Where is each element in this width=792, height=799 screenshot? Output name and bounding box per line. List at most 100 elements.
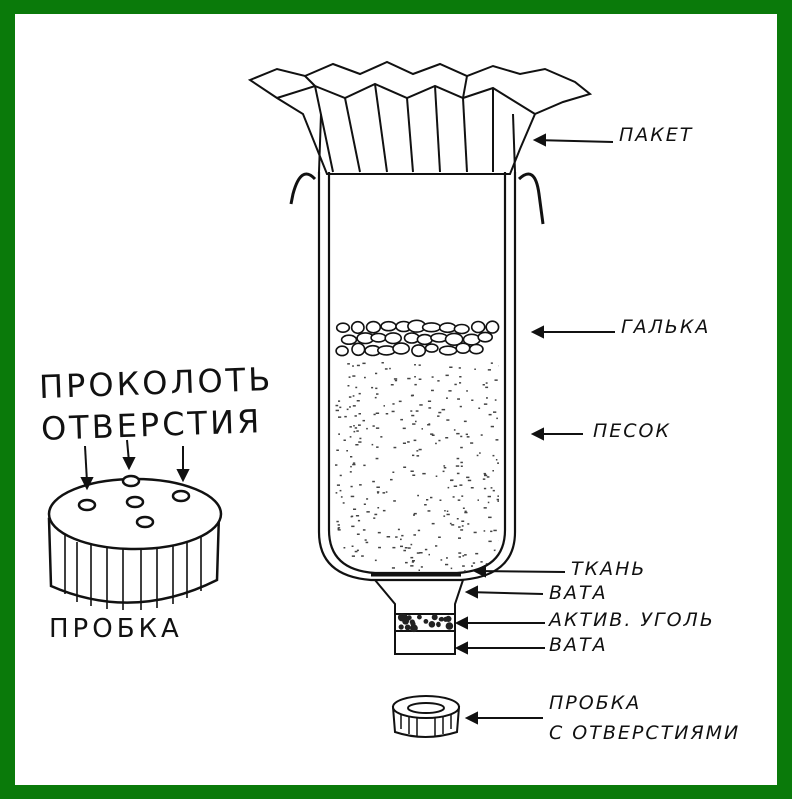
sand-grain bbox=[364, 377, 366, 379]
sand-grain bbox=[490, 531, 492, 533]
sand-grain bbox=[359, 393, 361, 395]
sand-grain bbox=[416, 450, 418, 452]
sand-grain bbox=[355, 387, 357, 389]
sand-grain bbox=[428, 407, 431, 409]
sand-grain bbox=[464, 554, 467, 556]
sand-grain bbox=[351, 496, 355, 498]
sand-grain bbox=[446, 419, 449, 421]
sand-grain bbox=[428, 401, 431, 403]
sand-grain bbox=[459, 556, 461, 558]
sand-grain bbox=[414, 376, 416, 378]
diagram-frame: ПАКЕТ ГАЛЬКА ПЕСОК ТКАНЬ ВАТА АКТИВ. УГО… bbox=[15, 14, 777, 785]
sand-grain bbox=[350, 466, 352, 468]
sand-grain bbox=[460, 529, 463, 531]
sand-grain bbox=[459, 484, 462, 486]
sand-grain bbox=[352, 555, 355, 557]
coal-granule bbox=[399, 624, 404, 629]
sand-grain bbox=[493, 490, 495, 492]
sand-grain bbox=[440, 500, 442, 502]
sand-grain bbox=[392, 547, 395, 549]
pebble bbox=[336, 346, 348, 355]
label-cap-holes-line2: С ОТВЕРСТИЯМИ bbox=[549, 722, 740, 744]
sand-grain bbox=[419, 552, 422, 554]
sand-grain bbox=[475, 553, 478, 555]
sand-grain bbox=[353, 509, 356, 511]
sand-grain bbox=[474, 532, 477, 534]
sand-grain bbox=[357, 400, 360, 402]
sand-grain bbox=[459, 382, 461, 384]
sand-grain bbox=[372, 481, 375, 483]
label-bag: ПАКЕТ bbox=[619, 124, 693, 146]
sand-grain bbox=[349, 396, 352, 398]
sand-grain bbox=[422, 428, 424, 430]
sand-grain bbox=[389, 368, 391, 370]
sand-grain bbox=[497, 500, 499, 502]
sand-grain bbox=[473, 562, 475, 564]
pebble bbox=[352, 322, 364, 334]
sand-grain bbox=[414, 440, 417, 442]
sand-grain bbox=[435, 443, 437, 445]
sand-grain bbox=[441, 559, 443, 561]
sand-grain bbox=[477, 455, 479, 457]
sand-grain bbox=[356, 430, 359, 432]
sand-grain bbox=[341, 496, 343, 498]
pebble bbox=[431, 333, 447, 342]
sand-grain bbox=[382, 362, 384, 364]
sand-grain bbox=[410, 410, 412, 412]
sand-grain bbox=[474, 369, 476, 371]
sand-grain bbox=[493, 411, 496, 413]
sand-grain bbox=[438, 537, 441, 539]
sand-grain bbox=[443, 471, 445, 473]
sand-grain bbox=[392, 472, 394, 474]
sand-grain bbox=[458, 526, 461, 528]
sand-grain bbox=[354, 431, 356, 433]
sand-grain bbox=[466, 390, 468, 392]
sand-grain bbox=[366, 511, 369, 512]
sand-grain bbox=[376, 427, 379, 429]
label-cloth: ТКАНЬ bbox=[571, 558, 646, 580]
sand-grain bbox=[419, 364, 421, 366]
sand-grain bbox=[430, 433, 433, 435]
sand-grain bbox=[484, 488, 486, 490]
sand-grain bbox=[359, 484, 362, 486]
sand-grain bbox=[403, 467, 406, 469]
sand-grain bbox=[375, 373, 377, 375]
sand-grain bbox=[467, 523, 469, 525]
sand-grain bbox=[335, 464, 337, 466]
coal-granule bbox=[439, 617, 444, 622]
activated-coal-layer bbox=[398, 613, 453, 632]
sand-grain bbox=[414, 513, 417, 515]
pebble bbox=[342, 335, 357, 344]
sand-grain bbox=[358, 441, 361, 443]
sand-grain bbox=[471, 487, 474, 489]
sand-grain bbox=[458, 537, 461, 539]
label-cap-holes-line1: ПРОБКА bbox=[549, 692, 641, 714]
sand-grain bbox=[426, 499, 428, 501]
sand-grain bbox=[414, 384, 416, 386]
sand-grain bbox=[336, 521, 338, 523]
sand-grain bbox=[383, 492, 386, 494]
sand-grain bbox=[460, 447, 463, 449]
sand-grain bbox=[460, 462, 463, 464]
sand-grain bbox=[401, 535, 403, 537]
sand-grain bbox=[383, 510, 386, 512]
sand-grain bbox=[450, 523, 452, 525]
sand-grain bbox=[457, 458, 460, 460]
sand-grain bbox=[400, 419, 403, 421]
sand-grain bbox=[464, 421, 467, 423]
coal-granule bbox=[429, 621, 436, 628]
sand-grain bbox=[347, 363, 350, 365]
sand-grain bbox=[352, 365, 354, 367]
sand-grain bbox=[358, 424, 361, 426]
sand-grain bbox=[357, 550, 359, 552]
sand-grain bbox=[338, 524, 340, 526]
sand-grain bbox=[467, 436, 470, 438]
sand-grain bbox=[443, 515, 445, 517]
sand-grain bbox=[499, 365, 501, 367]
sand-grain bbox=[347, 409, 349, 411]
label-cap: ПРОБКА bbox=[49, 614, 183, 644]
sand-grain bbox=[453, 496, 455, 498]
label-cotton-bottom: ВАТА bbox=[549, 634, 608, 656]
sand-grain bbox=[438, 440, 440, 442]
sand-grain bbox=[353, 462, 355, 464]
